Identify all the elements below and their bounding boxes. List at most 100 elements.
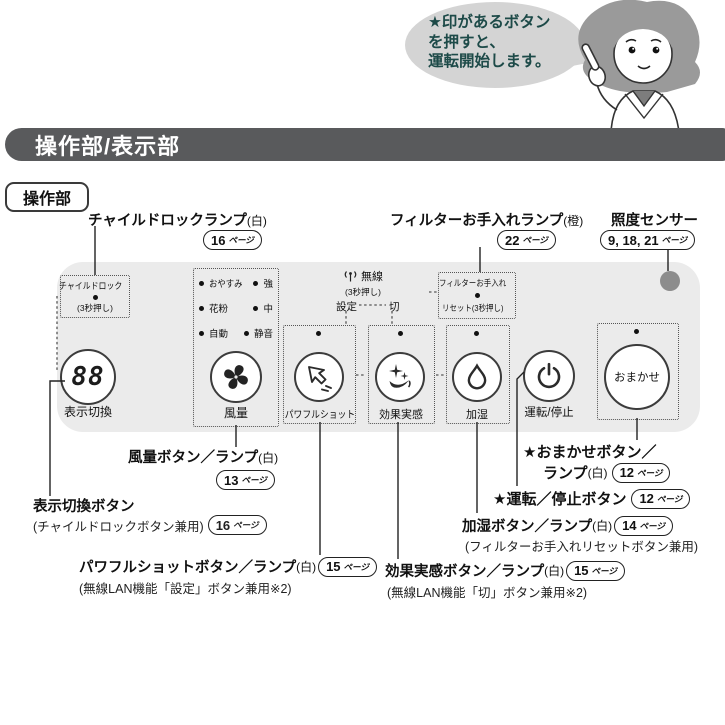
bubble-line-1: ★印があるボタン (428, 14, 551, 31)
humidify-lamp-dot (474, 331, 479, 336)
page-badge-15-effect: 15 ページ (566, 560, 625, 581)
child-lock-box-label: チャイルドロック (59, 280, 123, 291)
display-switch-label: 表示切換 (63, 405, 112, 419)
fan-icon (224, 365, 248, 389)
child-lock-box-hint: (3秒押し) (77, 303, 113, 314)
callout-power-button: ★運転／停止ボタン 12 ページ (493, 488, 691, 509)
presenter-eye-right (652, 46, 660, 54)
fan-button-title: 風量ボタン／ランプ (128, 450, 259, 466)
callout-light-sensor: 照度センサー (611, 209, 698, 230)
auto-button-suffix: (白) (587, 466, 608, 480)
child-lock-lamp-suffix: (白) (246, 214, 267, 228)
display-switch-button: 88 (60, 349, 116, 405)
callout-effect-button-sub: (無線LAN機能「切」ボタン兼用※2) (387, 586, 588, 600)
callout-humidify-button-sub: (フィルターお手入れリセットボタン兼用) (465, 540, 699, 554)
subsection-badge: 操作部 (5, 182, 89, 212)
humidify-button-suffix: (白) (592, 519, 613, 533)
power-button (523, 350, 575, 402)
callout-auto-button-line1: ★おまかせボタン／ (523, 444, 657, 461)
fan-lamp-grid: おやすみ 強 花粉 中 自動 静音 (199, 276, 273, 340)
effect-sparkle-icon (389, 364, 411, 388)
wireless-antenna-icon (344, 270, 357, 281)
powerful-shot-label: パワフルショット (284, 410, 356, 421)
fan-lamp-chuu: 中 (253, 301, 273, 315)
child-lock-indicator-box: チャイルドロック (3秒押し) (59, 275, 130, 318)
bubble-line-2: を押すと、 (428, 33, 505, 51)
filter-care-lamp-suffix: (橙) (563, 214, 584, 228)
auto-button: おまかせ (604, 344, 670, 410)
callout-humidify-button: 加湿ボタン／ランプ(白) 14 ページ (462, 515, 673, 536)
child-lock-lamp-dot (92, 294, 98, 300)
filter-care-box: フィルターお手入れ リセット(3秒押し) (438, 272, 516, 319)
fan-lamp-jidou: 自動 (199, 326, 228, 340)
segment-display: 88 (71, 362, 105, 392)
presenter-finger (581, 43, 600, 71)
humidify-button-title: 加湿ボタン／ランプ (462, 519, 593, 535)
powerful-button-suffix: (白) (296, 560, 317, 574)
speech-bubble-text: ★印があるボタン を押すと、 運転開始します。 (428, 13, 550, 72)
subsection-badge-label: 操作部 (22, 191, 71, 208)
presenter-eye-left (628, 46, 636, 54)
control-panel (57, 262, 700, 432)
page-badge-13: 13 ページ (216, 470, 275, 490)
fan-speed-label: 風量 (223, 406, 248, 420)
filter-care-box-hint: リセット(3秒押し) (442, 303, 504, 313)
bubble-line-3: 運転開始します。 (428, 53, 551, 70)
callout-filter-care-lamp: フィルターお手入れランプ(橙) (390, 209, 583, 230)
page-badge-16-bottom: 16 ページ (207, 515, 267, 535)
powerful-shot-button (294, 352, 344, 402)
humidify-label: 加湿 (466, 409, 488, 421)
page-badge-9-18-21: 9, 18, 21 ページ (600, 230, 695, 250)
page-title: 操作部/表示部 (35, 133, 181, 159)
light-sensor-dot (660, 271, 680, 291)
auto-lamp-dot (634, 329, 639, 334)
page-badge-12-power: 12 ページ (631, 488, 691, 509)
filter-care-box-label: フィルターお手入れ (438, 278, 507, 288)
effect-button-title: 効果実感ボタン／ランプ (385, 564, 545, 580)
humidify-button (452, 352, 502, 402)
callout-auto-button-line2: ランプ(白) 12 ページ (543, 462, 671, 483)
callout-display-button: 表示切換ボタン (33, 495, 135, 516)
callout-fan-button: 風量ボタン／ランプ(白) (128, 446, 278, 467)
display-button-title: 表示切換ボタン (33, 499, 135, 515)
humidify-box (446, 325, 510, 424)
wireless-off-label: 切 (389, 301, 400, 313)
wireless-set-label: 設定 (336, 301, 357, 313)
effect-label: 効果実感 (379, 409, 423, 421)
fan-button-suffix: (白) (258, 451, 279, 465)
callout-powerful-button: パワフルショットボタン／ランプ(白) 15 ページ (79, 556, 377, 577)
presenter-bangs (613, 18, 673, 48)
auto-button-label: おまかせ (614, 372, 660, 384)
callout-effect-button: 効果実感ボタン／ランプ(白) 15 ページ (385, 560, 625, 581)
powerful-shot-arrow-icon (308, 366, 332, 392)
fan-lamp-kyou: 強 (253, 276, 273, 290)
wireless-title: 無線 (361, 271, 383, 283)
light-sensor-title: 照度センサー (611, 213, 698, 229)
page-badge-14: 14 ページ (614, 515, 673, 536)
page-badge-12-auto: 12 ページ (611, 462, 671, 483)
power-button-title: ★運転／停止ボタン (493, 491, 627, 508)
effect-button (375, 352, 425, 402)
fan-speed-button (210, 351, 262, 403)
wireless-label-group: 無線 (3秒押し) (328, 268, 398, 298)
presenter-mouth (637, 65, 651, 70)
auto-box (597, 323, 679, 420)
effect-lamp-dot (398, 331, 403, 336)
section-header-bar: 操作部/表示部 (5, 128, 725, 161)
effect-box (368, 325, 435, 424)
page-badge-15-powerful: 15 ページ (318, 556, 377, 577)
presenter-illustration (578, 0, 700, 132)
powerful-button-title: パワフルショットボタン／ランプ (79, 560, 297, 576)
filter-care-lamp-title: フィルターお手入れランプ (390, 213, 564, 229)
fan-lamp-oyasumi: おやすみ (199, 276, 247, 290)
power-label: 運転/停止 (524, 407, 574, 419)
wireless-hint: (3秒押し) (345, 287, 381, 297)
page-badge-16-top: 16 ページ (203, 230, 262, 250)
page-badge-22: 22 ページ (497, 230, 556, 250)
power-icon (537, 362, 561, 389)
child-lock-lamp-title: チャイルドロックランプ (88, 213, 247, 229)
water-drop-icon (467, 363, 487, 390)
callout-child-lock-lamp: チャイルドロックランプ(白) (88, 209, 267, 230)
fan-lamp-kafun: 花粉 (199, 301, 228, 315)
effect-button-suffix: (白) (544, 564, 565, 578)
